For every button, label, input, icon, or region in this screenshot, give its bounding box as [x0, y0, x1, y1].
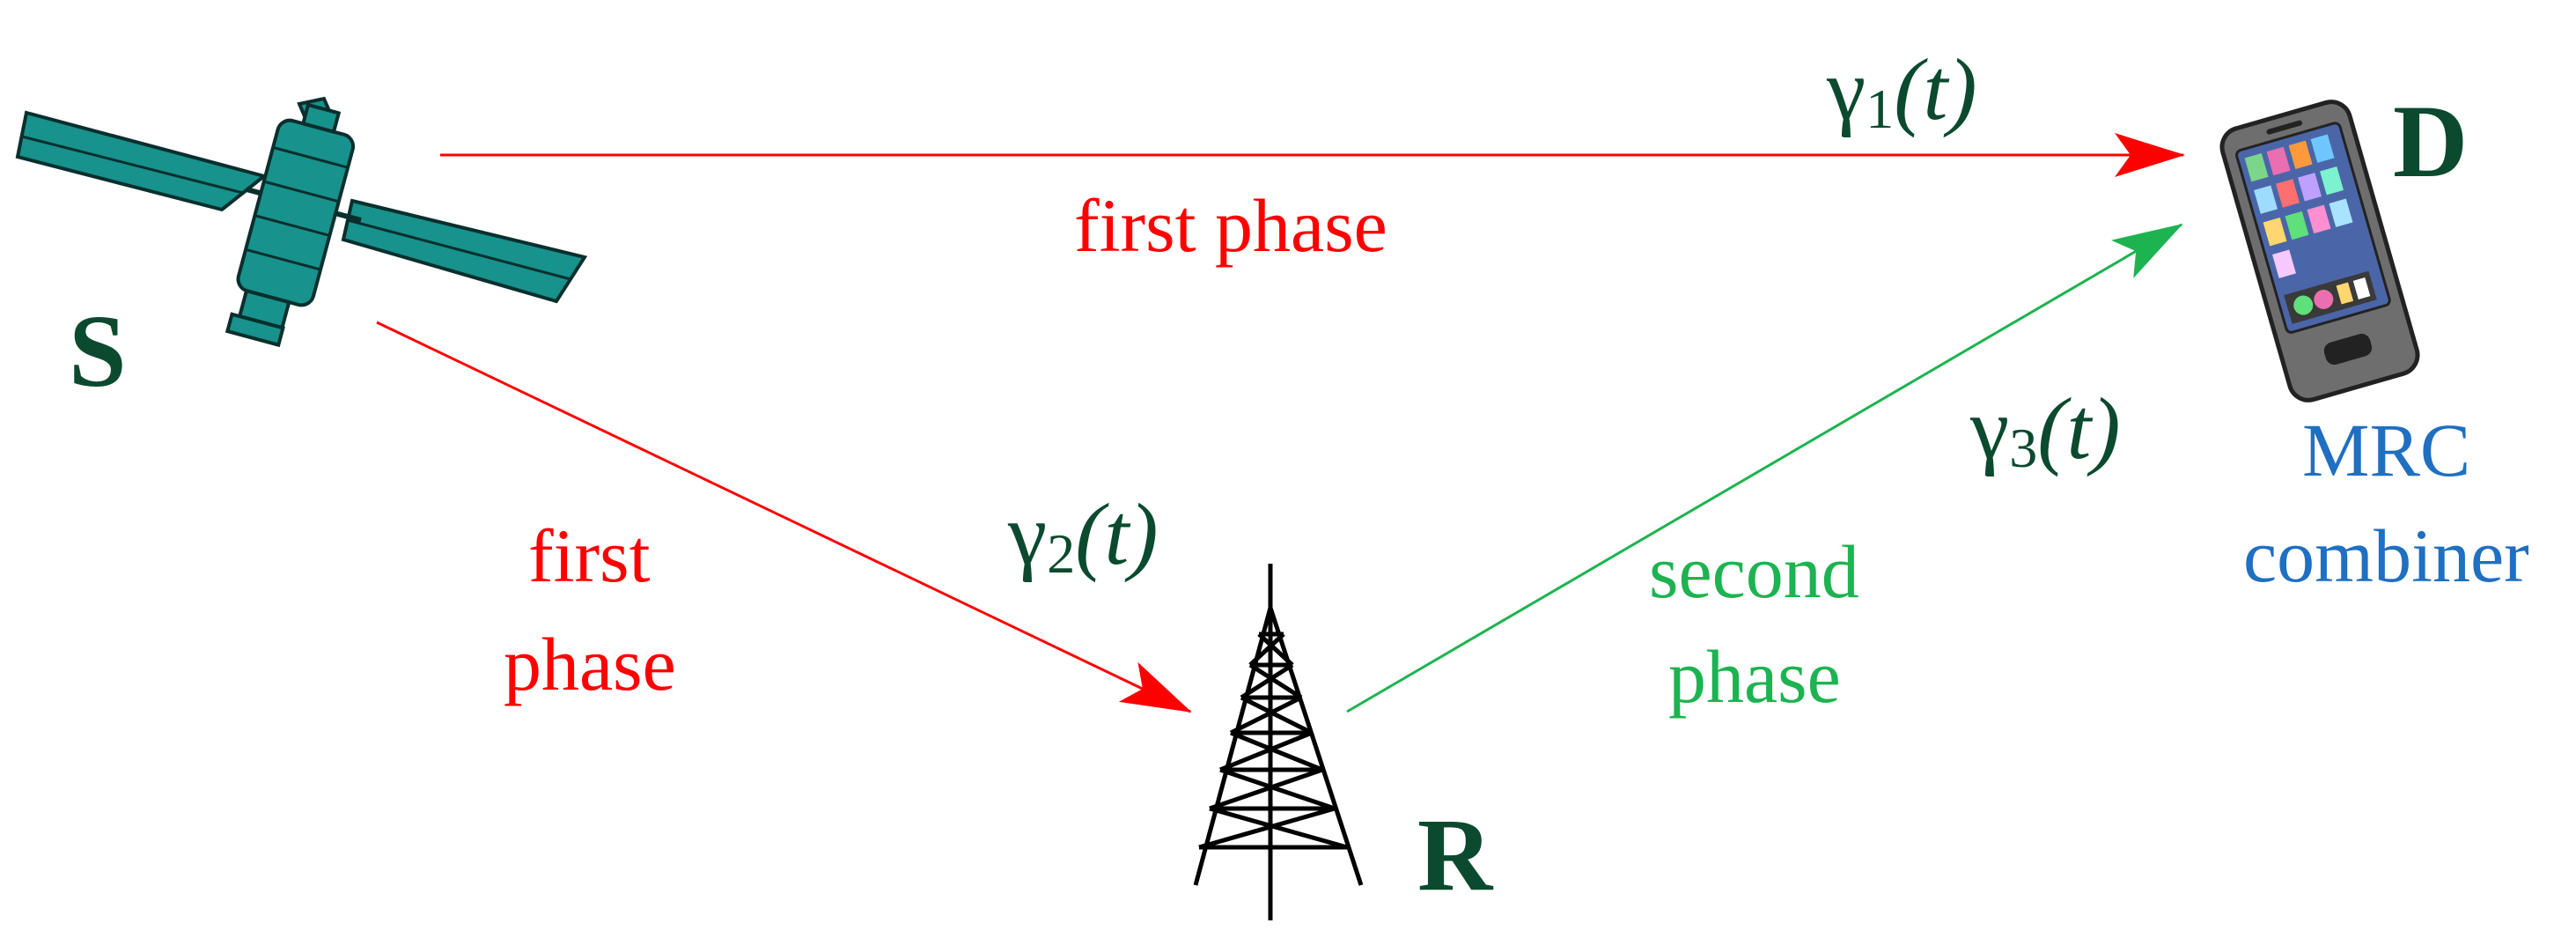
relay-label: R [1417, 797, 1494, 912]
destination-label: D [2393, 84, 2468, 199]
first-phase-direct-label: first phase [1074, 183, 1387, 268]
gamma1-label: γ1(t) [1826, 41, 1977, 140]
source-label: S [69, 293, 127, 409]
mrc-label-line2: combiner [2243, 513, 2529, 598]
tower-icon [1193, 564, 1364, 920]
mrc-label-line1: MRC [2302, 408, 2470, 492]
link-relay-destination [1346, 223, 2183, 713]
first-phase-relay-label-line1: first [528, 513, 651, 598]
smartphone-icon [2219, 100, 2420, 403]
satellite-icon [15, 96, 588, 348]
gamma2-label: γ2(t) [1007, 485, 1159, 585]
first-phase-relay-label-line2: phase [504, 622, 676, 706]
second-phase-label-line1: second [1649, 529, 1859, 614]
gamma3-label: γ3(t) [1969, 380, 2121, 479]
second-phase-label-line2: phase [1668, 634, 1841, 719]
link-source-relay [376, 321, 1192, 713]
